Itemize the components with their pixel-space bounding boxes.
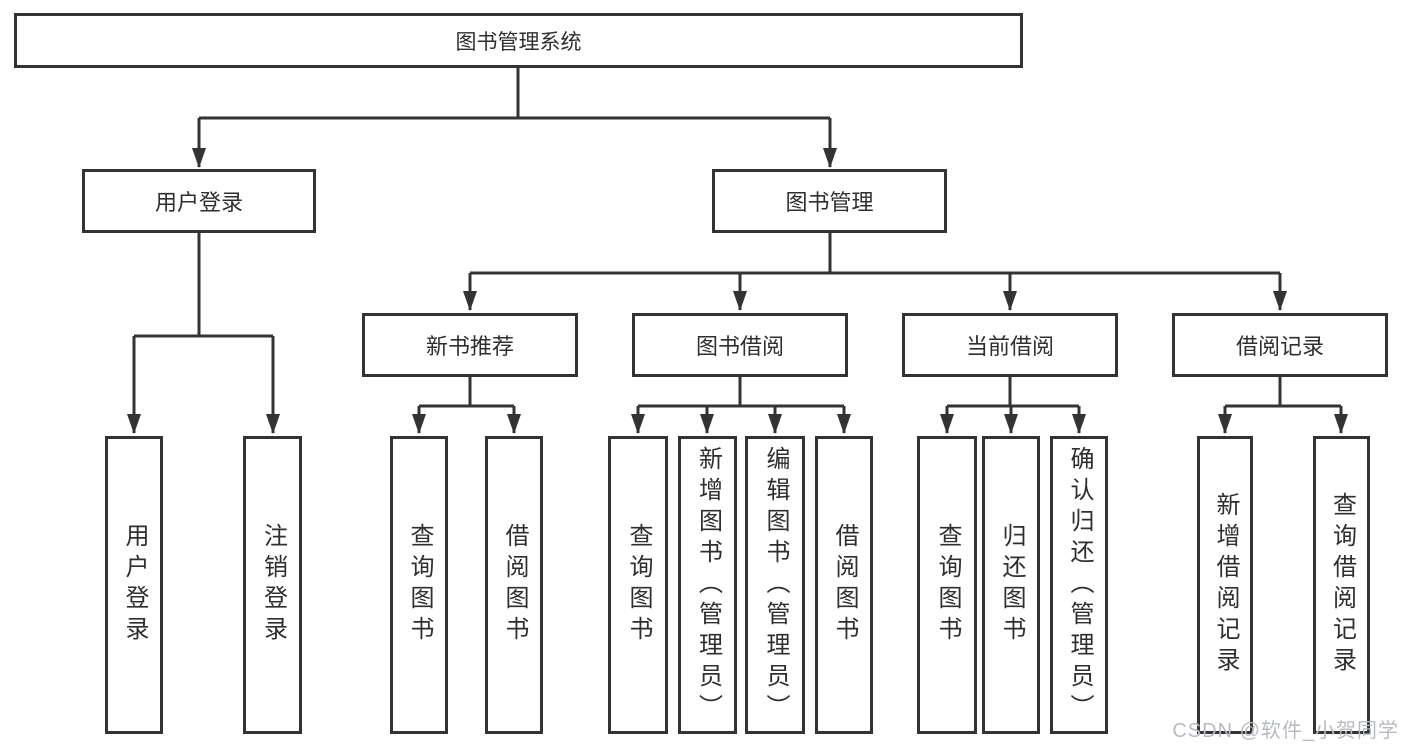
node-book-borrow: 图书借阅 bbox=[632, 313, 848, 377]
leaf-return-book: 归还图书 bbox=[982, 436, 1040, 734]
node-borrow-records: 借阅记录 bbox=[1172, 313, 1388, 377]
leaf-query-books-borrow: 查询图书 bbox=[608, 436, 668, 734]
leaf-query-borrow-record: 查询借阅记录 bbox=[1313, 436, 1370, 734]
node-user-login: 用户登录 bbox=[82, 169, 316, 233]
leaf-user-login: 用户登录 bbox=[105, 436, 163, 734]
node-book-management: 图书管理 bbox=[712, 169, 947, 233]
csdn-watermark: CSDN @软件_小贺同学 bbox=[1172, 720, 1399, 742]
leaf-query-books-current: 查询图书 bbox=[917, 436, 977, 734]
leaf-add-borrow-record: 新增借阅记录 bbox=[1197, 436, 1253, 734]
leaf-edit-book-admin: 编辑图书（管理员） bbox=[745, 436, 805, 734]
leaf-confirm-return-admin: 确认归还（管理员） bbox=[1050, 436, 1108, 734]
leaf-borrow-books-recommend: 借阅图书 bbox=[485, 436, 543, 734]
leaf-add-book-admin: 新增图书（管理员） bbox=[678, 436, 737, 734]
leaf-borrow-books: 借阅图书 bbox=[815, 436, 873, 734]
node-current-borrow: 当前借阅 bbox=[902, 313, 1118, 377]
node-library-management-system: 图书管理系统 bbox=[14, 13, 1023, 68]
node-new-book-recommend: 新书推荐 bbox=[362, 313, 578, 377]
leaf-query-books-recommend: 查询图书 bbox=[390, 436, 448, 734]
leaf-logout: 注销登录 bbox=[243, 436, 302, 734]
